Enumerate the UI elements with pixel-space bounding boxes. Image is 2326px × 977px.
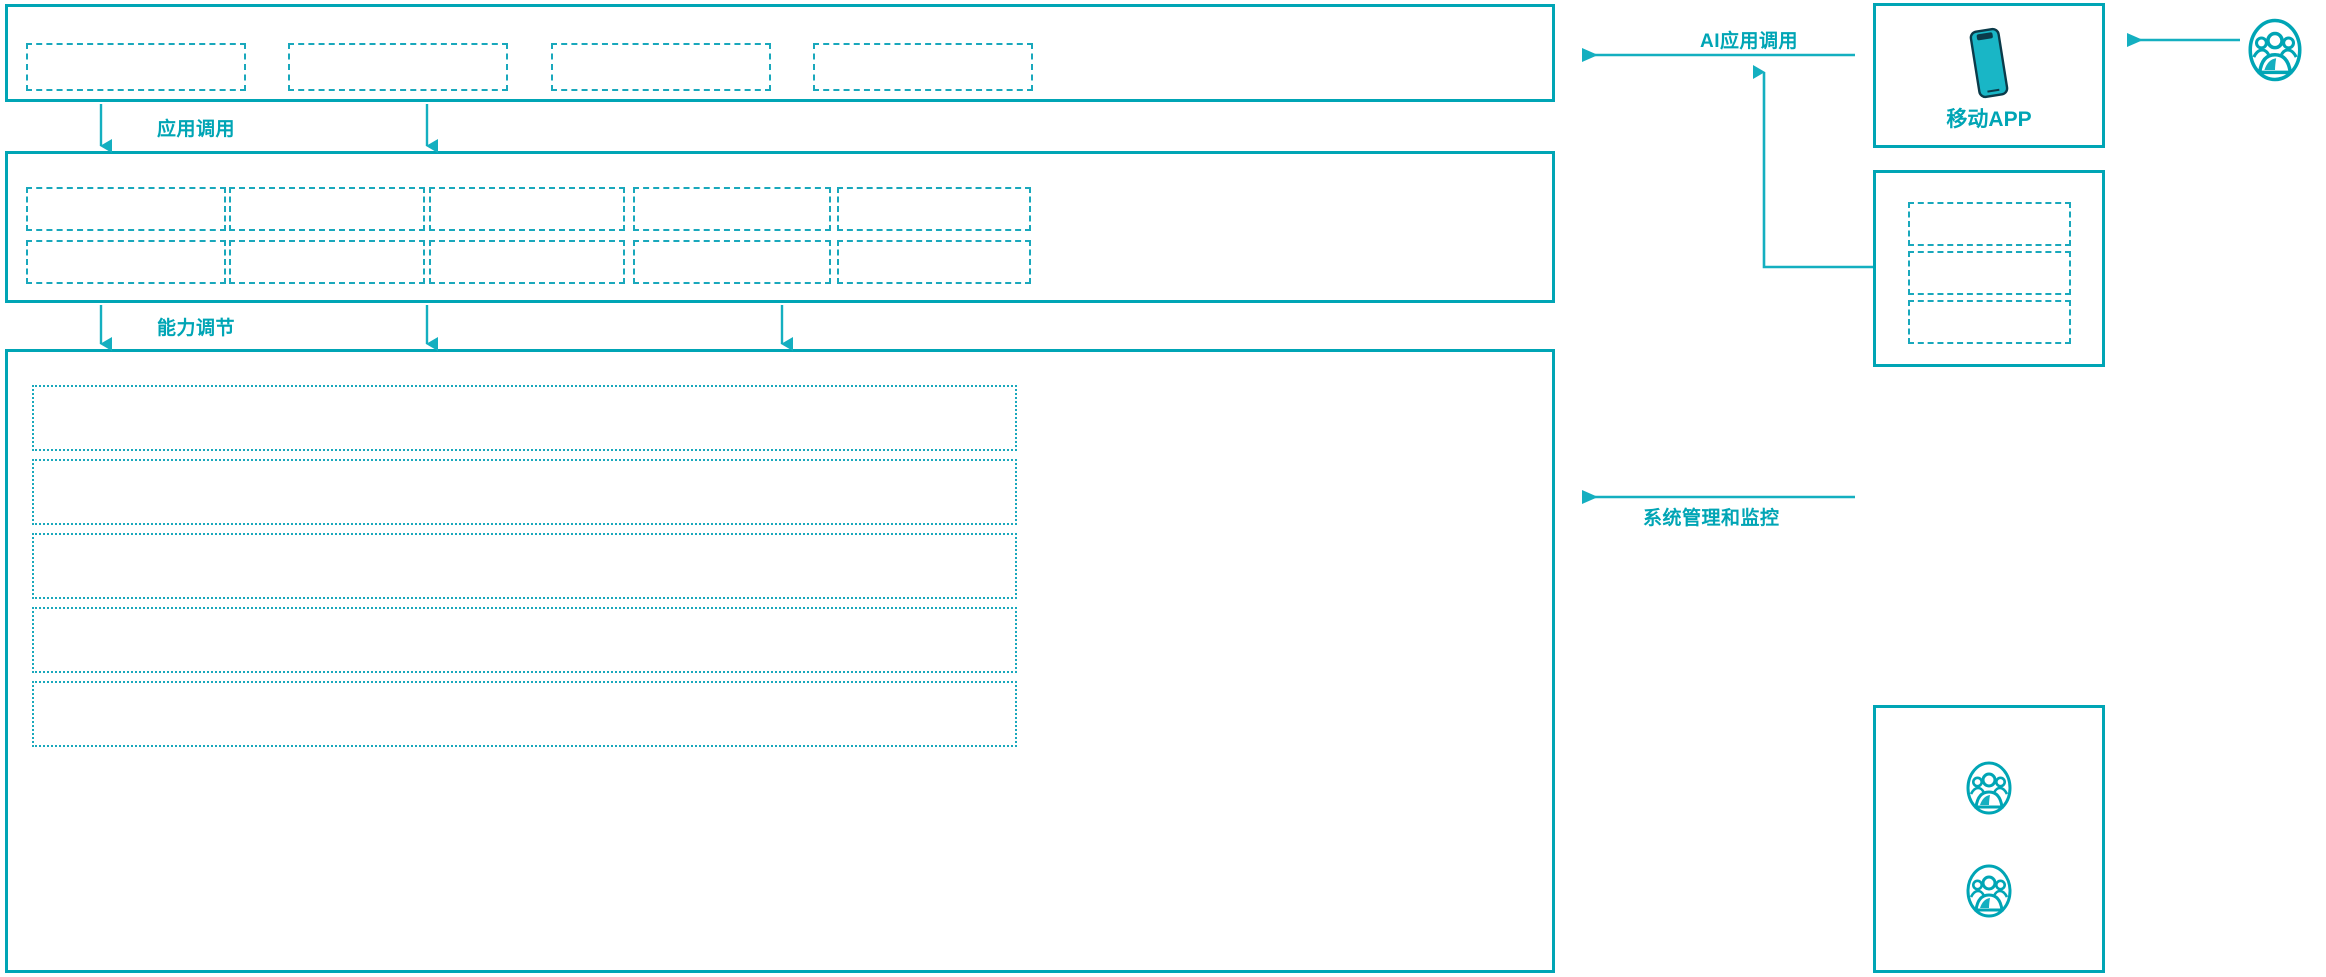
connector-label-app-invoke: 应用调用: [157, 119, 236, 140]
platform-row[interactable]: [32, 681, 1017, 747]
platform-row[interactable]: [32, 385, 1017, 451]
capability-box[interactable]: [26, 240, 226, 284]
channel-box[interactable]: [1908, 300, 2071, 344]
platform-row[interactable]: [32, 459, 1017, 525]
capability-box[interactable]: [633, 187, 831, 231]
channel-panel[interactable]: [1873, 170, 2105, 367]
capability-box[interactable]: [837, 240, 1031, 284]
platform-row[interactable]: [32, 533, 1017, 599]
mobile-app-caption: 移动APP: [1946, 108, 2032, 131]
capability-box[interactable]: [633, 240, 831, 284]
operations-panel[interactable]: [1873, 705, 2105, 973]
application-box[interactable]: [551, 43, 771, 91]
connector-label-capability-tune: 能力调节: [157, 318, 236, 339]
platform-row[interactable]: [32, 607, 1017, 673]
capability-box[interactable]: [26, 187, 226, 231]
channel-box[interactable]: [1908, 202, 2071, 246]
mobile-app-panel[interactable]: 移动APP: [1873, 3, 2105, 148]
mobile-phone-icon: [1962, 26, 2016, 105]
external-user-actor[interactable]: [2246, 17, 2304, 88]
application-box[interactable]: [813, 43, 1033, 91]
capability-layer-panel[interactable]: [5, 151, 1555, 303]
application-layer-panel[interactable]: [5, 4, 1555, 102]
capability-box[interactable]: [229, 240, 425, 284]
connector-label-system-admin-monitor: 系统管理和监控: [1643, 508, 1780, 529]
application-box[interactable]: [26, 43, 246, 91]
capability-box[interactable]: [837, 187, 1031, 231]
capability-box[interactable]: [429, 187, 625, 231]
application-box[interactable]: [288, 43, 508, 91]
user-group-icon[interactable]: [1965, 760, 2013, 821]
channel-box[interactable]: [1908, 251, 2071, 295]
platform-layer-panel[interactable]: [5, 349, 1555, 973]
capability-box[interactable]: [229, 187, 425, 231]
connector-label-ai-app-invoke: AI应用调用: [1700, 31, 1799, 52]
capability-box[interactable]: [429, 240, 625, 284]
user-group-icon[interactable]: [1965, 863, 2013, 924]
